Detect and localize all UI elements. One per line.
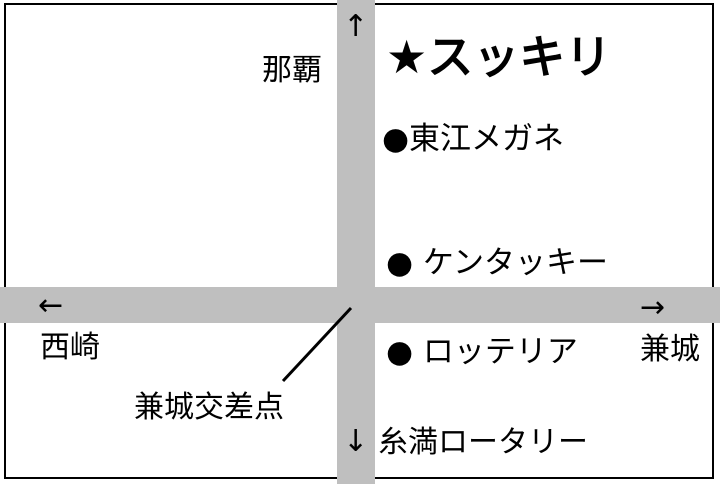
intersection-label: 兼城交差点 <box>134 390 284 425</box>
west-arrow-icon: ← <box>38 288 64 323</box>
road-east-west <box>0 287 720 323</box>
north-destination-label: 那覇 <box>262 53 322 88</box>
east-arrow-icon: → <box>640 290 666 325</box>
landmark-lotteria: ● ロッテリア <box>386 334 578 370</box>
landmark-kentucky: ● ケンタッキー <box>386 245 608 281</box>
west-destination-label: 西崎 <box>40 330 100 365</box>
landmark-higashie-megane: ●東江メガネ <box>382 121 565 157</box>
east-destination-label: 兼城 <box>640 332 700 367</box>
south-arrow-icon: ↓ <box>343 424 369 459</box>
north-arrow-icon: ↑ <box>343 9 369 44</box>
road-north-south <box>337 0 375 484</box>
map-title: ★スッキリ <box>386 30 612 84</box>
south-destination-label: 糸満ロータリー <box>378 425 588 460</box>
